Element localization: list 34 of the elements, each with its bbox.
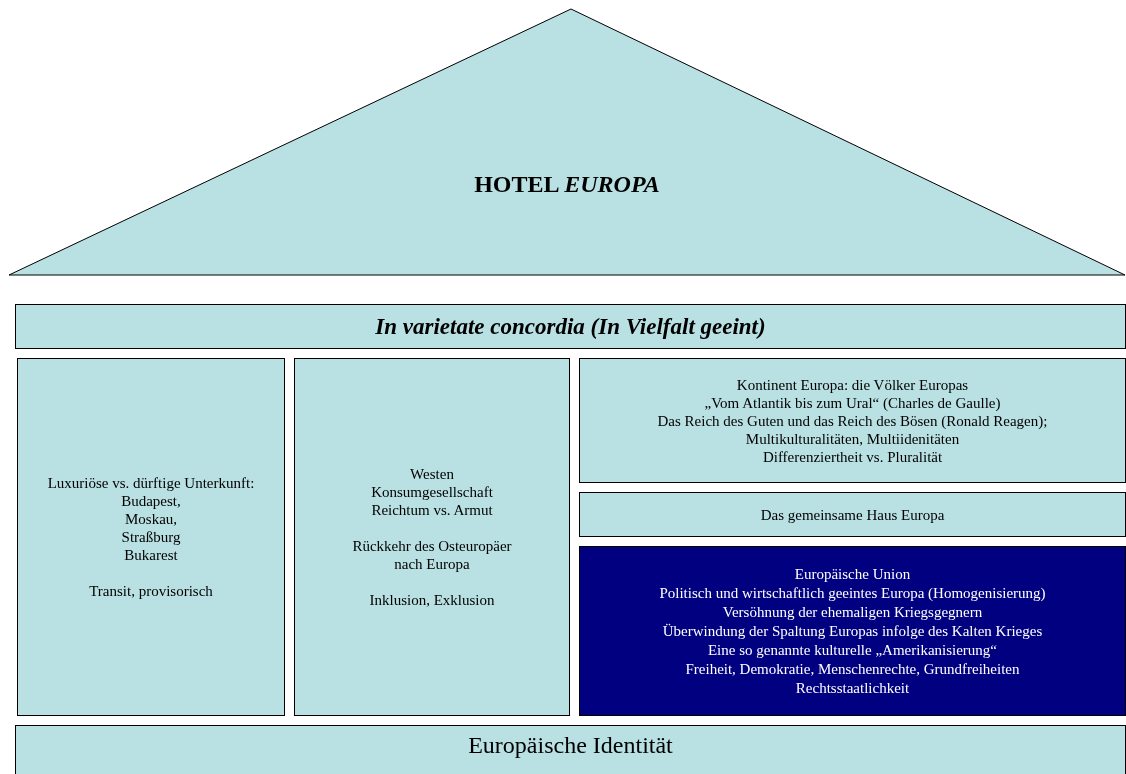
motto-banner [15, 304, 1126, 349]
panel-text: Luxuriöse vs. dürftige Unterkunft: [47, 474, 255, 492]
panel-text: Eine so genannte kulturelle „Amerikanisierung“ [707, 640, 998, 660]
panel-text: Versöhnung der ehemaligen Kriegsgegnern [722, 602, 983, 622]
text-panel [579, 358, 1126, 483]
panel-text: Das Reich des Guten und das Reich des Bösen (Ronald Reagen); [657, 411, 1048, 430]
title-text: HOTEL EUROPA [474, 171, 660, 198]
panel-text: Reichtum vs. Armut [371, 501, 493, 519]
highlight-panel [579, 546, 1126, 716]
panel-text: Europäische Union [794, 564, 911, 584]
panel-text: Moskau, [124, 510, 178, 528]
panel-text: Budapest, [121, 492, 181, 510]
panel-text: Straßburg [121, 528, 181, 546]
panel-text: Konsumgesellschaft [371, 483, 493, 501]
panel-text: Das gemeinsame Haus Europa [760, 505, 945, 524]
panel-text: Transit, provisorisch [89, 582, 213, 600]
panel-text: Westen [410, 465, 454, 483]
motto-text: In varietate concordia (In Vielfalt geeint) [375, 313, 766, 340]
panel-text: Differenziertheit vs. Pluralität [762, 447, 943, 466]
panel-text: Überwindung der Spaltung Europas infolge des Kalten Krieges [662, 621, 1043, 641]
base-text: Europäische Identität [468, 732, 673, 759]
panel-text: Bukarest [124, 546, 178, 564]
panel-text: Rechtsstaatlichkeit [795, 678, 910, 698]
text-panel [579, 492, 1126, 537]
panel-text: Freiheit, Demokratie, Menschenrechte, Grundfreiheiten [685, 659, 1020, 679]
panel-text: Inklusion, Exklusion [369, 591, 495, 609]
panel-text: „Vom Atlantik bis zum Ural“ (Charles de Gaulle) [704, 393, 1001, 412]
text-panel [17, 358, 285, 716]
panel-text: Multikulturalitäten, Multiidenitäten [745, 429, 960, 448]
foundation-band [15, 725, 1126, 774]
panel-text: Kontinent Europa: die Völker Europas [736, 375, 969, 394]
panel-text: Rückkehr des Osteuropäer nach Europa [351, 537, 513, 573]
panel-text: Politisch und wirtschaftlich geeintes Europa (Homogenisierung) [659, 583, 1046, 603]
text-panel [294, 358, 570, 716]
